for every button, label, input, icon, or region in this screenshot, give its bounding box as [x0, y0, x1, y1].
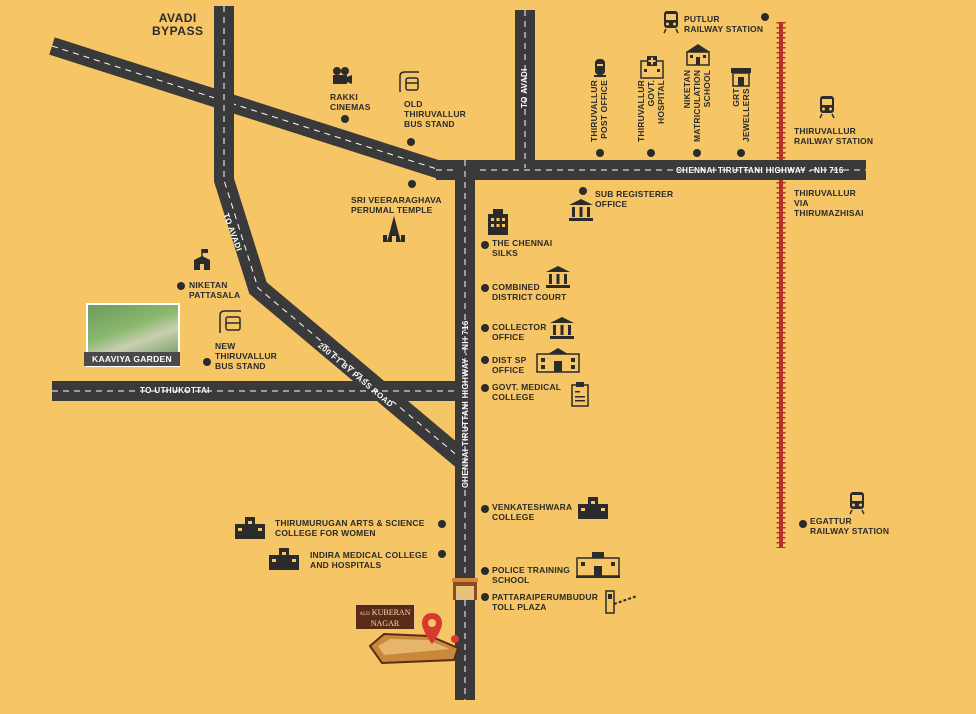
post-dot — [596, 149, 604, 157]
grt-label: GRT JEWELLERS — [731, 88, 751, 142]
niketan-school-label: NIKETAN MATRICULATION SCHOOL — [682, 69, 712, 142]
kuberan-name: KUBERAN NAGAR — [370, 608, 411, 628]
sub-reg-label: SUB REGISTERER OFFICE — [595, 189, 674, 209]
dist-sp-dot — [481, 356, 489, 364]
chennai-silks-dot — [481, 241, 489, 249]
toll-label: PATTARAIPERUMBUDUR TOLL PLAZA — [492, 592, 599, 612]
venkat-label: VENKATESHWARA COLLEGE — [492, 502, 573, 522]
police-office-icon — [536, 348, 580, 373]
toll-gate-arch — [452, 578, 478, 600]
avadi-bypass-label: AVADI BYPASS — [152, 11, 204, 38]
thiruvallur-train-icon — [819, 96, 835, 119]
police-training-school-icon — [576, 552, 620, 578]
combined-court-dot — [481, 284, 489, 292]
dist-sp-label: DIST SP OFFICE — [492, 355, 527, 375]
govt-medical-label: GOVT. MEDICAL COLLEGE — [492, 382, 562, 402]
nh716-horizontal-label: CHENNAI TIRUTTANI HIGHWAY - NH 716 — [676, 166, 844, 175]
thiru-rail-label: THIRUVALLUR RAILWAY STATION — [794, 126, 874, 146]
egattur-train-icon — [849, 492, 865, 515]
govt-hospital-dot — [647, 149, 655, 157]
collector-label: COLLECTOR OFFICE — [492, 322, 547, 342]
sri-veera-label: SRI VEERARAGHAVA PERUMAL TEMPLE — [351, 195, 442, 215]
venkateshwara-college-icon — [578, 497, 608, 519]
to-avadi-top-label: TO AVADI — [520, 68, 529, 108]
thiru-via-label: THIRUVALLUR VIA THIRUMAZHISAI — [794, 188, 864, 218]
niketan-school-dot — [693, 149, 701, 157]
rakki-label: RAKKI CINEMAS — [330, 92, 371, 112]
indira-label: INDIRA MEDICAL COLLEGE AND HOSPITALS — [310, 550, 428, 570]
egattur-dot — [799, 520, 807, 528]
thirumurugan-college-icon — [235, 517, 265, 539]
sri-veera-dot — [408, 180, 416, 188]
thirumurugan-dot — [438, 520, 446, 528]
hospital-icon — [640, 56, 664, 79]
shopping-building-icon — [488, 209, 508, 235]
collector-dot — [481, 324, 489, 332]
location-pin-icon — [422, 613, 442, 644]
two-hundred-ft-bypass-road — [214, 6, 472, 470]
police-dot — [481, 567, 489, 575]
nh716-vertical-label: CHENNAI TIRUTTANI HIGHWAY - NH 716 — [461, 320, 470, 488]
old-bus-dot — [407, 138, 415, 146]
indira-medical-college-icon — [269, 548, 299, 570]
kuberan-prefix: ALD — [359, 612, 370, 617]
kaaviya-garden-label: KAAVIYA GARDEN — [84, 352, 180, 366]
putlur-train-icon — [663, 11, 679, 34]
combined-court-label: COMBINED DISTRICT COURT — [492, 282, 567, 302]
putlur-dot — [761, 13, 769, 21]
govt-hospital-label: THIRUVALLUR GOVT. HOSPITAL — [636, 79, 666, 142]
project-land-parcel — [368, 632, 460, 665]
film-camera-icon — [333, 67, 352, 84]
court-building-icon — [546, 266, 570, 288]
chennai-silks-label: THE CHENNAI SILKS — [492, 238, 553, 258]
niketan-pattasala-dot — [177, 282, 185, 290]
grt-dot — [737, 149, 745, 157]
kuberan-nagar-badge: ALD KUBERAN NAGAR — [355, 604, 415, 630]
toll-barrier-icon — [605, 590, 638, 614]
school-icon — [686, 44, 710, 66]
sub-registrar-building-icon — [569, 199, 593, 221]
collector-building-icon — [550, 317, 574, 339]
new-bus-dot — [203, 358, 211, 366]
new-bus-stop-icon — [219, 310, 241, 333]
egattur-label: EGATTUR RAILWAY STATION — [810, 516, 890, 536]
venkat-dot — [481, 505, 489, 513]
project-dot — [451, 635, 459, 643]
niketan-pattasala-label: NIKETAN PATTASALA — [189, 280, 241, 300]
uthukottai-label: TO UTHUKOTTAI — [140, 386, 210, 395]
rakki-dot — [341, 115, 349, 123]
police-label: POLICE TRAINING SCHOOL — [492, 565, 571, 585]
sub-reg-dot — [579, 187, 587, 195]
putlur-label: PUTLUR RAILWAY STATION — [684, 14, 764, 34]
govt-medical-dot — [481, 384, 489, 392]
toll-dot — [481, 593, 489, 601]
medical-clipboard-icon — [571, 382, 589, 407]
thirumurugan-label: THIRUMURUGAN ARTS & SCIENCE COLLEGE FOR … — [275, 518, 425, 538]
pattasala-school-icon — [194, 249, 210, 270]
indira-dot — [438, 550, 446, 558]
new-bus-label: NEW THIRUVALLUR BUS STAND — [215, 341, 278, 371]
post-box-icon — [594, 59, 606, 77]
temple-gopuram-icon — [383, 216, 405, 242]
jewellery-shop-icon — [731, 68, 751, 87]
post-label: THIRUVALLUR POST OFFICE — [589, 79, 609, 142]
old-bus-stop-icon — [399, 71, 419, 92]
old-bus-label: OLD THIRUVALLUR BUS STAND — [404, 99, 467, 129]
